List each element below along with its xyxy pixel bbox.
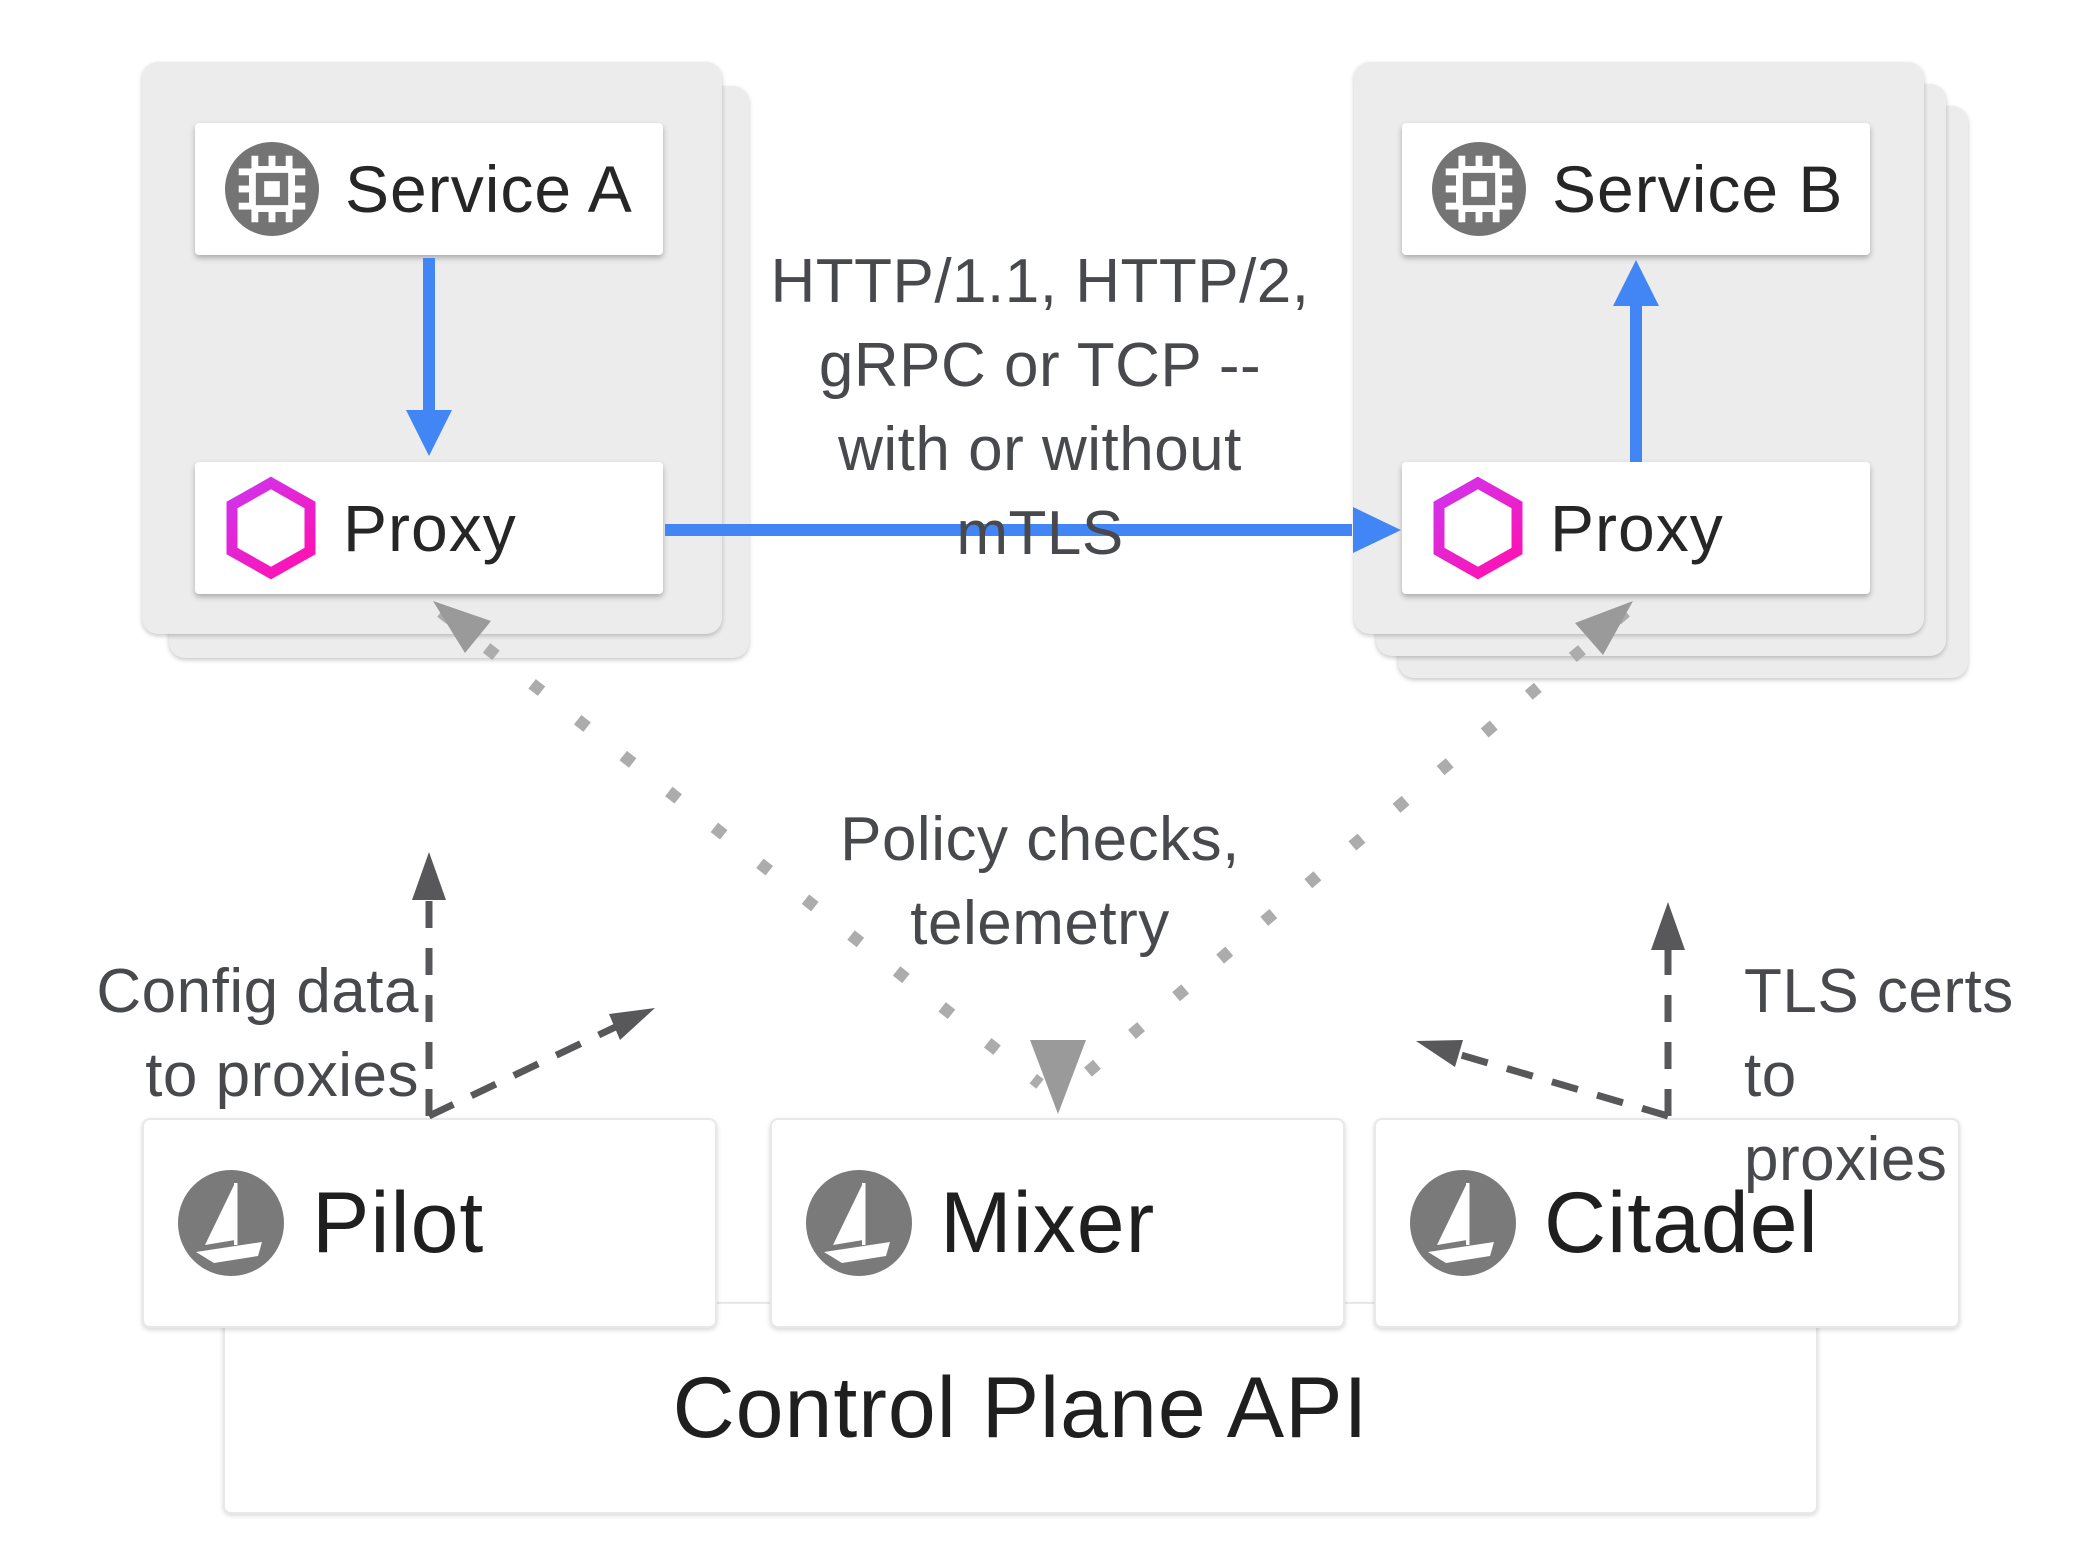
service-a-node: Service A <box>195 123 663 255</box>
proxy-right-node: Proxy <box>1402 462 1870 594</box>
control-plane-api-label: Control Plane API <box>672 1359 1369 1456</box>
traffic-protocols-label: HTTP/1.1, HTTP/2, gRPC or TCP -- with or… <box>770 247 1310 568</box>
tls-certs-label: TLS certs to proxies <box>1744 957 2014 1194</box>
mixer-label: Mixer <box>940 1174 1156 1271</box>
policy-checks-label: Policy checks, telemetry <box>840 805 1240 958</box>
service-b-label: Service B <box>1552 152 1844 226</box>
istio-sail-icon <box>178 1170 284 1276</box>
service-a-label: Service A <box>345 152 633 226</box>
citadel-box: Citadel <box>1374 1118 1960 1328</box>
control-plane-api-box: Control Plane API <box>223 1302 1818 1514</box>
istio-sail-icon <box>806 1170 912 1276</box>
hexagon-proxy-icon <box>225 476 317 580</box>
config-data-label: Config data to proxies <box>96 957 419 1110</box>
proxy-left-label: Proxy <box>343 491 517 565</box>
citadel-label: Citadel <box>1544 1174 1819 1271</box>
pilot-box: Pilot <box>142 1118 717 1328</box>
pilot-label: Pilot <box>312 1174 485 1271</box>
arrowhead-to-mixer <box>1030 1040 1086 1114</box>
proxy-right-label: Proxy <box>1550 491 1724 565</box>
service-b-node: Service B <box>1402 123 1870 255</box>
cpu-chip-icon <box>225 142 319 236</box>
proxy-left-node: Proxy <box>195 462 663 594</box>
dashed-arrows-pilot <box>412 852 655 1120</box>
hexagon-proxy-icon <box>1432 476 1524 580</box>
mixer-box: Mixer <box>770 1118 1345 1328</box>
dashed-arrows-citadel <box>1416 902 1685 1120</box>
cpu-chip-icon <box>1432 142 1526 236</box>
istio-sail-icon <box>1410 1170 1516 1276</box>
